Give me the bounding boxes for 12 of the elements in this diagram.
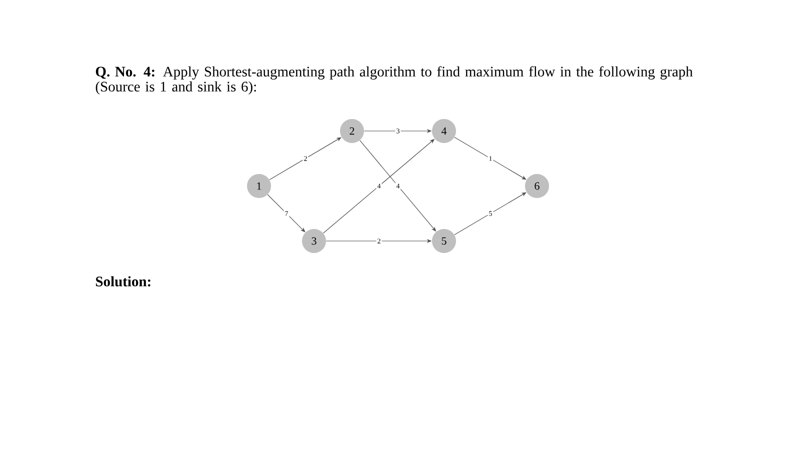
graph-vertex: 5	[432, 229, 456, 253]
graph-vertex: 4	[432, 119, 456, 143]
graph-vertex: 2	[340, 119, 364, 143]
arrow	[267, 194, 306, 232]
arrow	[269, 137, 342, 180]
solution-label: Solution:	[96, 276, 150, 286]
question-text: Q. No. 4: Apply Shortest-augmenting path algorithm to find maximum flow in the following graph (Source is 1 and sink is 6):	[96, 66, 693, 94]
graph-vertex: 3	[302, 229, 326, 253]
graph-vertex: 6	[525, 174, 549, 198]
arrow	[454, 136, 526, 180]
arrow	[454, 192, 526, 236]
graph-vertex: 1	[247, 174, 271, 198]
